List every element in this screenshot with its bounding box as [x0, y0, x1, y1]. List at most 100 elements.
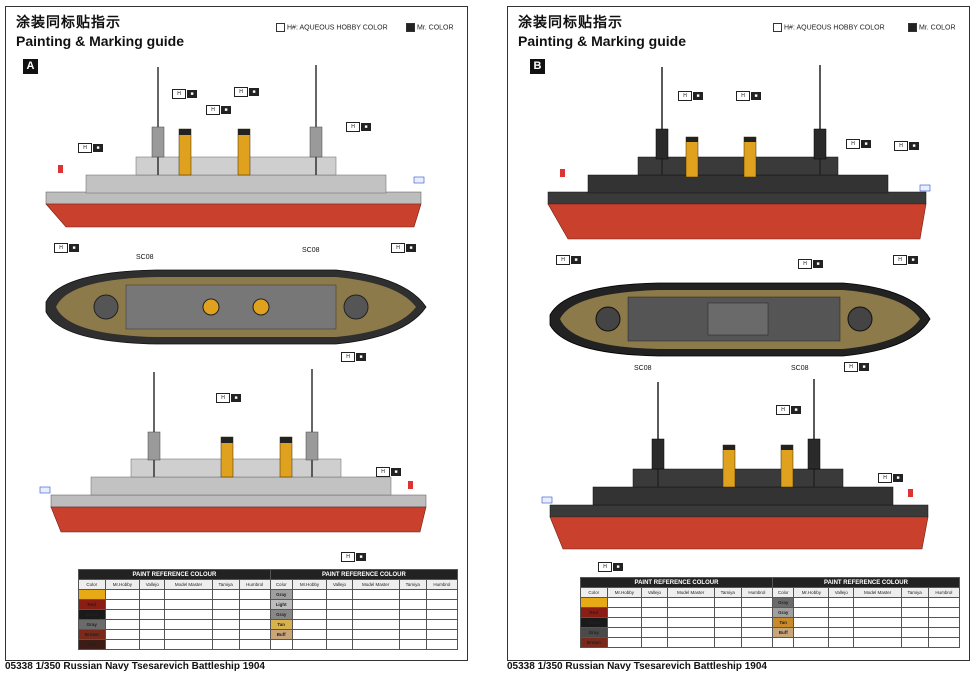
- color-callout: H■: [878, 473, 903, 483]
- decal-sc08-right: SC08: [791, 365, 809, 372]
- legend-h-square-icon: [276, 23, 285, 32]
- decal-sc08-right: SC08: [302, 247, 320, 254]
- table-cell: [291, 629, 328, 640]
- table-cell: [641, 617, 668, 628]
- color-swatch: Tan: [269, 619, 293, 630]
- table-cell: [740, 637, 773, 648]
- legend-h: H#: AQUEOUS HOBBY COLOR: [276, 23, 388, 32]
- ship-drawings-a: [39, 65, 427, 533]
- table-cell: [164, 629, 213, 640]
- table-cell: [606, 617, 643, 628]
- color-callout: H■: [798, 259, 823, 269]
- color-swatch: Light: [269, 599, 293, 610]
- color-callout: H■: [346, 122, 371, 132]
- table-cell: [351, 619, 400, 630]
- color-callout: H■: [844, 362, 869, 372]
- ship-top-view: [45, 269, 427, 345]
- table-cell: [927, 627, 961, 638]
- table-cell: [326, 589, 353, 600]
- table-cell: [104, 599, 141, 610]
- color-swatch: Red: [78, 599, 106, 610]
- scheme-badge: B: [530, 59, 545, 74]
- legend-h-square-icon: [773, 23, 782, 32]
- color-callout: H■: [376, 467, 401, 477]
- table-cell: [164, 639, 213, 650]
- color-callout: H■: [846, 139, 871, 149]
- table-row: Gray: [78, 589, 459, 600]
- color-swatch: [771, 637, 795, 648]
- table-cell: [164, 609, 213, 620]
- table-cell: [740, 617, 773, 628]
- table-cell: [164, 619, 213, 630]
- table-cell: [238, 639, 271, 650]
- legend-mr-square-icon: [908, 23, 917, 32]
- color-swatch: Gray: [269, 589, 293, 600]
- table-cell: [828, 627, 855, 638]
- color-callout: H■: [172, 89, 197, 99]
- color-callout: H■: [678, 91, 703, 101]
- legend-mr: Mr. COLOR: [406, 23, 454, 32]
- table-cell: [104, 619, 141, 630]
- table-cell: [425, 589, 459, 600]
- decal-sc08-left: SC08: [136, 254, 154, 261]
- table-cell: [164, 589, 213, 600]
- table-cell: [211, 589, 240, 600]
- color-swatch: [78, 589, 106, 600]
- table-title-left: PAINT REFERENCE COLOUR: [580, 577, 773, 588]
- color-callout: H■: [341, 352, 366, 362]
- color-callout: H■: [341, 552, 366, 562]
- legend-mr-square-icon: [406, 23, 415, 32]
- color-swatch: Gray: [771, 607, 795, 618]
- table-cell: [425, 609, 459, 620]
- table-cell: [238, 619, 271, 630]
- table-row: Red Light: [78, 599, 459, 610]
- table-cell: [326, 639, 353, 650]
- table-cell: [793, 627, 830, 638]
- table-title-right: PAINT REFERENCE COLOUR: [269, 569, 459, 580]
- painting-guide-sheet-b: 涂装同标贴指示 Painting & Marking guide H#: AQU…: [507, 6, 970, 661]
- table-cell: [713, 627, 742, 638]
- table-cell: [666, 617, 715, 628]
- color-swatch: Gray: [580, 627, 608, 638]
- color-swatch: Buff: [269, 629, 293, 640]
- table-cell: [606, 627, 643, 638]
- table-cell: [211, 599, 240, 610]
- table-cell: [425, 629, 459, 640]
- table-cell: [425, 599, 459, 610]
- color-callout: H■: [78, 143, 103, 153]
- decal-sc08-left: SC08: [634, 365, 652, 372]
- table-cell: [900, 617, 929, 628]
- table-cell: [104, 639, 141, 650]
- ship-side-view-bottom: [39, 369, 427, 533]
- table-cell: [326, 599, 353, 610]
- table-cell: [740, 597, 773, 608]
- color-callout: H■: [894, 141, 919, 151]
- chinese-title: 涂装同标贴指示: [16, 15, 121, 31]
- table-cell: [104, 589, 141, 600]
- table-cell: [351, 639, 400, 650]
- table-cell: [139, 589, 166, 600]
- table-cell: [351, 589, 400, 600]
- color-swatch: Black: [78, 609, 106, 620]
- table-cell: [853, 627, 902, 638]
- table-cell: [793, 617, 830, 628]
- table-cell: [398, 609, 427, 620]
- table-cell: [927, 637, 961, 648]
- color-callout: H■: [598, 562, 623, 572]
- legend-mr: Mr. COLOR: [908, 23, 956, 32]
- table-cell: [713, 617, 742, 628]
- table-cell: [900, 637, 929, 648]
- table-row: Mid: [78, 639, 459, 650]
- footer-caption-b: 05338 1/350 Russian Navy Tsesarevich Bat…: [507, 661, 767, 672]
- table-cell: [793, 597, 830, 608]
- table-cell: [606, 607, 643, 618]
- table-cell: [398, 589, 427, 600]
- color-swatch: Brown: [580, 637, 608, 648]
- color-swatch: Tan: [771, 617, 795, 628]
